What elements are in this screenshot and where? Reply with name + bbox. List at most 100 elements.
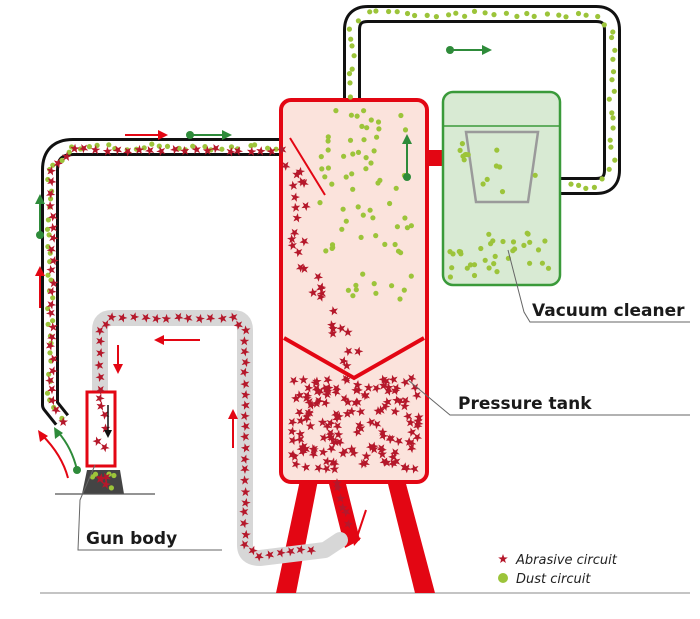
- dust-particle: [45, 217, 52, 223]
- dust-particle: [367, 207, 373, 213]
- dust-particle: [568, 181, 574, 187]
- dust-particle: [462, 13, 468, 19]
- dust-particle: [358, 234, 364, 240]
- dust-particle: [368, 117, 374, 123]
- arrow-red-nozzle: [38, 430, 69, 479]
- dot-icon: [498, 573, 508, 583]
- dust-particle: [350, 151, 356, 157]
- dust-particle: [524, 10, 530, 17]
- dust-particle: [219, 146, 225, 152]
- dust-particle: [610, 115, 616, 121]
- dust-particle: [202, 144, 208, 150]
- tank-deflector: [289, 137, 326, 196]
- dust-particle: [539, 260, 546, 266]
- dust-particle: [462, 152, 468, 158]
- dust-particle: [389, 283, 395, 289]
- dust-particle: [323, 248, 329, 254]
- dust-particle: [353, 287, 359, 293]
- dust-particle: [412, 12, 418, 19]
- dust-particle: [329, 181, 335, 187]
- dust-particle: [510, 239, 517, 245]
- dust-particle: [511, 246, 518, 252]
- dust-particle: [354, 113, 360, 119]
- dust-particle: [368, 160, 374, 166]
- dust-particle: [545, 265, 552, 271]
- dust-particle: [424, 12, 430, 18]
- flow-arrows: [35, 45, 492, 546]
- dust-particle: [449, 265, 455, 271]
- dust-particle: [459, 141, 465, 147]
- dust-particle: [370, 215, 376, 221]
- dust-particle: [521, 242, 527, 248]
- dust-particle: [601, 22, 607, 28]
- dust-particle: [610, 125, 616, 131]
- arrow-red-return: [154, 335, 200, 345]
- dust-particle: [373, 8, 379, 14]
- star-icon: [498, 554, 508, 563]
- abrasive-hose: [92, 310, 348, 566]
- dust-particle: [493, 163, 499, 169]
- dust-particle: [318, 154, 324, 160]
- dust-particle: [325, 134, 331, 140]
- dust-particle: [484, 176, 490, 182]
- dust-particle: [404, 225, 410, 231]
- dust-particle: [47, 350, 53, 356]
- dust-particle: [467, 262, 474, 268]
- tank-cone: [283, 336, 425, 381]
- dust-particle: [355, 149, 362, 155]
- dust-particle: [394, 9, 400, 15]
- dust-particle: [333, 108, 339, 114]
- dust-particle: [575, 10, 582, 17]
- dust-particle: [349, 43, 355, 49]
- dust-particle: [527, 239, 533, 245]
- arrow-red-up-hose: [228, 409, 238, 448]
- dust-particle: [346, 71, 353, 77]
- dust-particle: [273, 146, 279, 152]
- label-gun-body: Gun body: [86, 529, 177, 549]
- dust-particle: [503, 10, 509, 16]
- dust-particle: [361, 108, 367, 114]
- dust-particle: [494, 147, 500, 153]
- dust-particle: [361, 137, 367, 143]
- dust-particle: [612, 157, 618, 163]
- dust-particle: [86, 144, 92, 150]
- dust-particle: [343, 174, 349, 180]
- legend: Abrasive circuit Dust circuit: [498, 553, 618, 587]
- dust-particle: [345, 287, 351, 293]
- dust-particle: [461, 157, 467, 163]
- dust-particle: [373, 290, 379, 296]
- dust-particle: [387, 200, 393, 207]
- dust-particle: [343, 218, 349, 224]
- dust-particle: [50, 295, 56, 301]
- dust-particle: [595, 13, 601, 20]
- dust-particle: [48, 196, 54, 202]
- dust-particle: [45, 321, 51, 327]
- dust-particle: [542, 238, 548, 244]
- dust-particle: [408, 223, 414, 229]
- dust-particle: [606, 166, 612, 172]
- dust-particle: [190, 143, 196, 149]
- dust-particle: [347, 137, 354, 143]
- dust-particle: [350, 293, 356, 299]
- dust-particle: [228, 144, 235, 150]
- dust-particle: [404, 10, 411, 17]
- dust-particle: [382, 241, 388, 247]
- leader-lines: [77, 249, 690, 551]
- arrow-green-tank: [402, 134, 412, 181]
- dust-particle: [611, 88, 617, 94]
- dust-particle: [609, 77, 615, 83]
- dust-particle: [319, 166, 325, 172]
- dust-particle: [156, 143, 162, 149]
- dust-particle: [340, 206, 346, 212]
- dust-particle: [492, 253, 498, 259]
- gun-nozzle: [82, 470, 124, 494]
- dust-particles: [44, 8, 618, 491]
- dust-particle: [106, 142, 112, 148]
- dust-particle: [535, 247, 542, 253]
- dust-particle: [610, 56, 616, 62]
- dust-particle: [347, 80, 353, 86]
- arrow-red-leg: [352, 509, 367, 546]
- dust-particle: [325, 138, 331, 144]
- arrow-red-left-up: [35, 266, 45, 308]
- dust-particle: [471, 8, 478, 14]
